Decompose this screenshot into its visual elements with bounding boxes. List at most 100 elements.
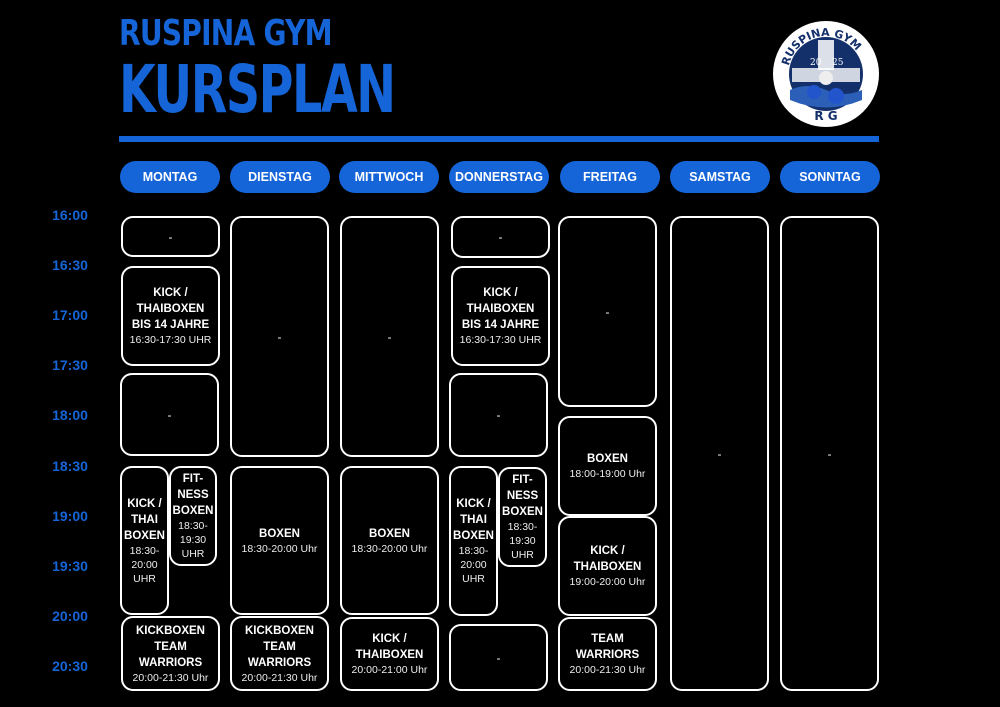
class-title: THAI bbox=[460, 514, 487, 526]
day-freitag: FREITAG bbox=[560, 161, 660, 193]
time-label: 16:30 bbox=[52, 257, 88, 273]
gym-name: RUSPINA GYM bbox=[119, 13, 333, 54]
time-label: 16:00 bbox=[52, 207, 88, 223]
slot-text: - bbox=[387, 329, 392, 344]
day-sonntag: SONNTAG bbox=[780, 161, 880, 193]
class-title: NESS bbox=[506, 490, 539, 502]
header-divider bbox=[119, 136, 879, 142]
class-hours: UHR bbox=[181, 548, 205, 560]
class-title: BIS 14 JAHRE bbox=[131, 319, 210, 331]
class-title: BOXEN bbox=[124, 529, 165, 542]
class-slot-empty: - bbox=[230, 216, 329, 457]
class-title: BOXEN bbox=[453, 530, 494, 542]
class-slot-empty: - bbox=[121, 216, 220, 257]
class-hours: UHR bbox=[133, 572, 156, 585]
class-slot: TEAM WARRIORS 20:00-21:30 Uhr bbox=[558, 617, 657, 691]
class-hours: UHR bbox=[511, 549, 534, 561]
class-slot-empty: - bbox=[120, 373, 219, 456]
class-slot: KICK / THAI BOXEN 18:30- 20:00 UHR bbox=[120, 466, 169, 615]
day-dienstag: DIENSTAG bbox=[230, 161, 330, 193]
class-title: KICK / bbox=[456, 498, 491, 510]
slot-text: - bbox=[496, 650, 501, 665]
day-montag: MONTAG bbox=[120, 161, 220, 193]
time-label: 19:00 bbox=[52, 508, 88, 524]
class-title: WARRIORS bbox=[575, 649, 640, 661]
class-title: BIS 14 JAHRE bbox=[461, 319, 540, 331]
class-slot-empty: - bbox=[780, 216, 879, 691]
class-slot-empty: - bbox=[558, 216, 657, 407]
class-title: WARRIORS bbox=[138, 656, 203, 669]
class-hours: 18:30- bbox=[507, 521, 538, 533]
class-hours: 20:00-21:30 Uhr bbox=[241, 671, 318, 684]
class-title: KICK / bbox=[153, 287, 188, 299]
class-slot-empty: - bbox=[340, 216, 439, 457]
class-title: BOXEN bbox=[172, 505, 214, 517]
class-slot: KICK / THAIBOXEN BIS 14 JAHRE 16:30-17:3… bbox=[121, 266, 220, 366]
class-title: THAIBOXEN bbox=[466, 303, 535, 315]
page-title: KURSPLAN bbox=[119, 51, 396, 128]
class-slot-empty: - bbox=[449, 624, 548, 691]
time-label: 17:00 bbox=[52, 307, 88, 323]
class-hours: 18:30- bbox=[178, 520, 208, 532]
time-label: 20:00 bbox=[52, 608, 88, 624]
time-label: 20:30 bbox=[52, 658, 88, 674]
class-slot: KICKBOXEN TEAM WARRIORS 20:00-21:30 Uhr bbox=[121, 616, 220, 691]
day-donnerstag: DONNERSTAG bbox=[449, 161, 549, 193]
class-slot-empty: - bbox=[449, 373, 548, 457]
class-title: KICKBOXEN bbox=[244, 624, 314, 637]
class-slot: BOXEN 18:30-20:00 Uhr bbox=[340, 466, 439, 615]
slot-text: - bbox=[168, 229, 173, 244]
slot-text: - bbox=[167, 407, 172, 422]
class-slot: KICK / THAI BOXEN 18:30- 20:00 UHR bbox=[449, 466, 498, 616]
class-title: KICKBOXEN bbox=[135, 624, 205, 637]
class-hours: 16:30-17:30 UHR bbox=[459, 334, 542, 346]
slot-text: - bbox=[827, 446, 832, 461]
slot-text: - bbox=[496, 408, 501, 422]
class-title: THAI bbox=[131, 513, 158, 526]
class-hours: 16:30-17:30 UHR bbox=[129, 334, 212, 346]
class-title: TEAM bbox=[154, 640, 187, 653]
slot-text: - bbox=[717, 446, 722, 461]
logo-year-right: 25 bbox=[832, 58, 844, 68]
time-label: 18:30 bbox=[52, 458, 88, 474]
class-hours: 20:00 bbox=[460, 559, 487, 571]
class-title: KICK / bbox=[127, 497, 162, 510]
class-slot-empty: - bbox=[670, 216, 769, 691]
class-title: KICK / bbox=[372, 633, 407, 645]
class-title: KICK / bbox=[590, 545, 625, 557]
class-hours: 18:30- bbox=[458, 545, 489, 557]
class-title: FIT- bbox=[512, 474, 533, 486]
class-hours: 19:30 bbox=[509, 535, 536, 547]
class-hours: 18:30-20:00 Uhr bbox=[351, 542, 428, 555]
gym-logo: 20 25 RUSPINA GYM R G bbox=[773, 21, 879, 127]
class-title: NESS bbox=[177, 489, 209, 501]
class-slot-empty: - bbox=[451, 216, 550, 258]
day-mittwoch: MITTWOCH bbox=[339, 161, 439, 193]
class-title: THAIBOXEN bbox=[136, 303, 205, 315]
logo-initials: R G bbox=[814, 109, 837, 123]
class-slot: KICK / THAIBOXEN 19:00-20:00 Uhr bbox=[558, 516, 657, 616]
class-title: WARRIORS bbox=[247, 656, 312, 669]
class-slot: KICK / THAIBOXEN BIS 14 JAHRE 16:30-17:3… bbox=[451, 266, 550, 366]
slot-text: - bbox=[605, 304, 610, 319]
class-hours: 20:00-21:30 Uhr bbox=[569, 664, 646, 676]
class-title: THAIBOXEN bbox=[355, 649, 424, 661]
day-samstag: SAMSTAG bbox=[670, 161, 770, 193]
class-title: TEAM bbox=[263, 640, 296, 653]
slot-text: - bbox=[498, 230, 503, 244]
class-title: BOXEN bbox=[259, 527, 300, 540]
class-hours: 19:30 bbox=[179, 534, 207, 546]
time-label: 19:30 bbox=[52, 558, 88, 574]
class-slot: FIT- NESS BOXEN 18:30- 19:30 UHR bbox=[498, 467, 547, 567]
class-slot: KICK / THAIBOXEN 20:00-21:00 Uhr bbox=[340, 617, 439, 691]
class-slot: BOXEN 18:00-19:00 Uhr bbox=[558, 416, 657, 516]
class-title: THAIBOXEN bbox=[573, 561, 642, 573]
class-title: BOXEN bbox=[587, 453, 628, 465]
class-hours: 20:00 bbox=[131, 558, 158, 571]
class-title: TEAM bbox=[591, 633, 624, 645]
slot-text: - bbox=[277, 329, 282, 344]
class-title: FIT- bbox=[182, 473, 204, 485]
class-hours: 20:00-21:00 Uhr bbox=[351, 664, 428, 676]
time-label: 18:00 bbox=[52, 407, 88, 423]
class-hours: UHR bbox=[462, 573, 485, 585]
